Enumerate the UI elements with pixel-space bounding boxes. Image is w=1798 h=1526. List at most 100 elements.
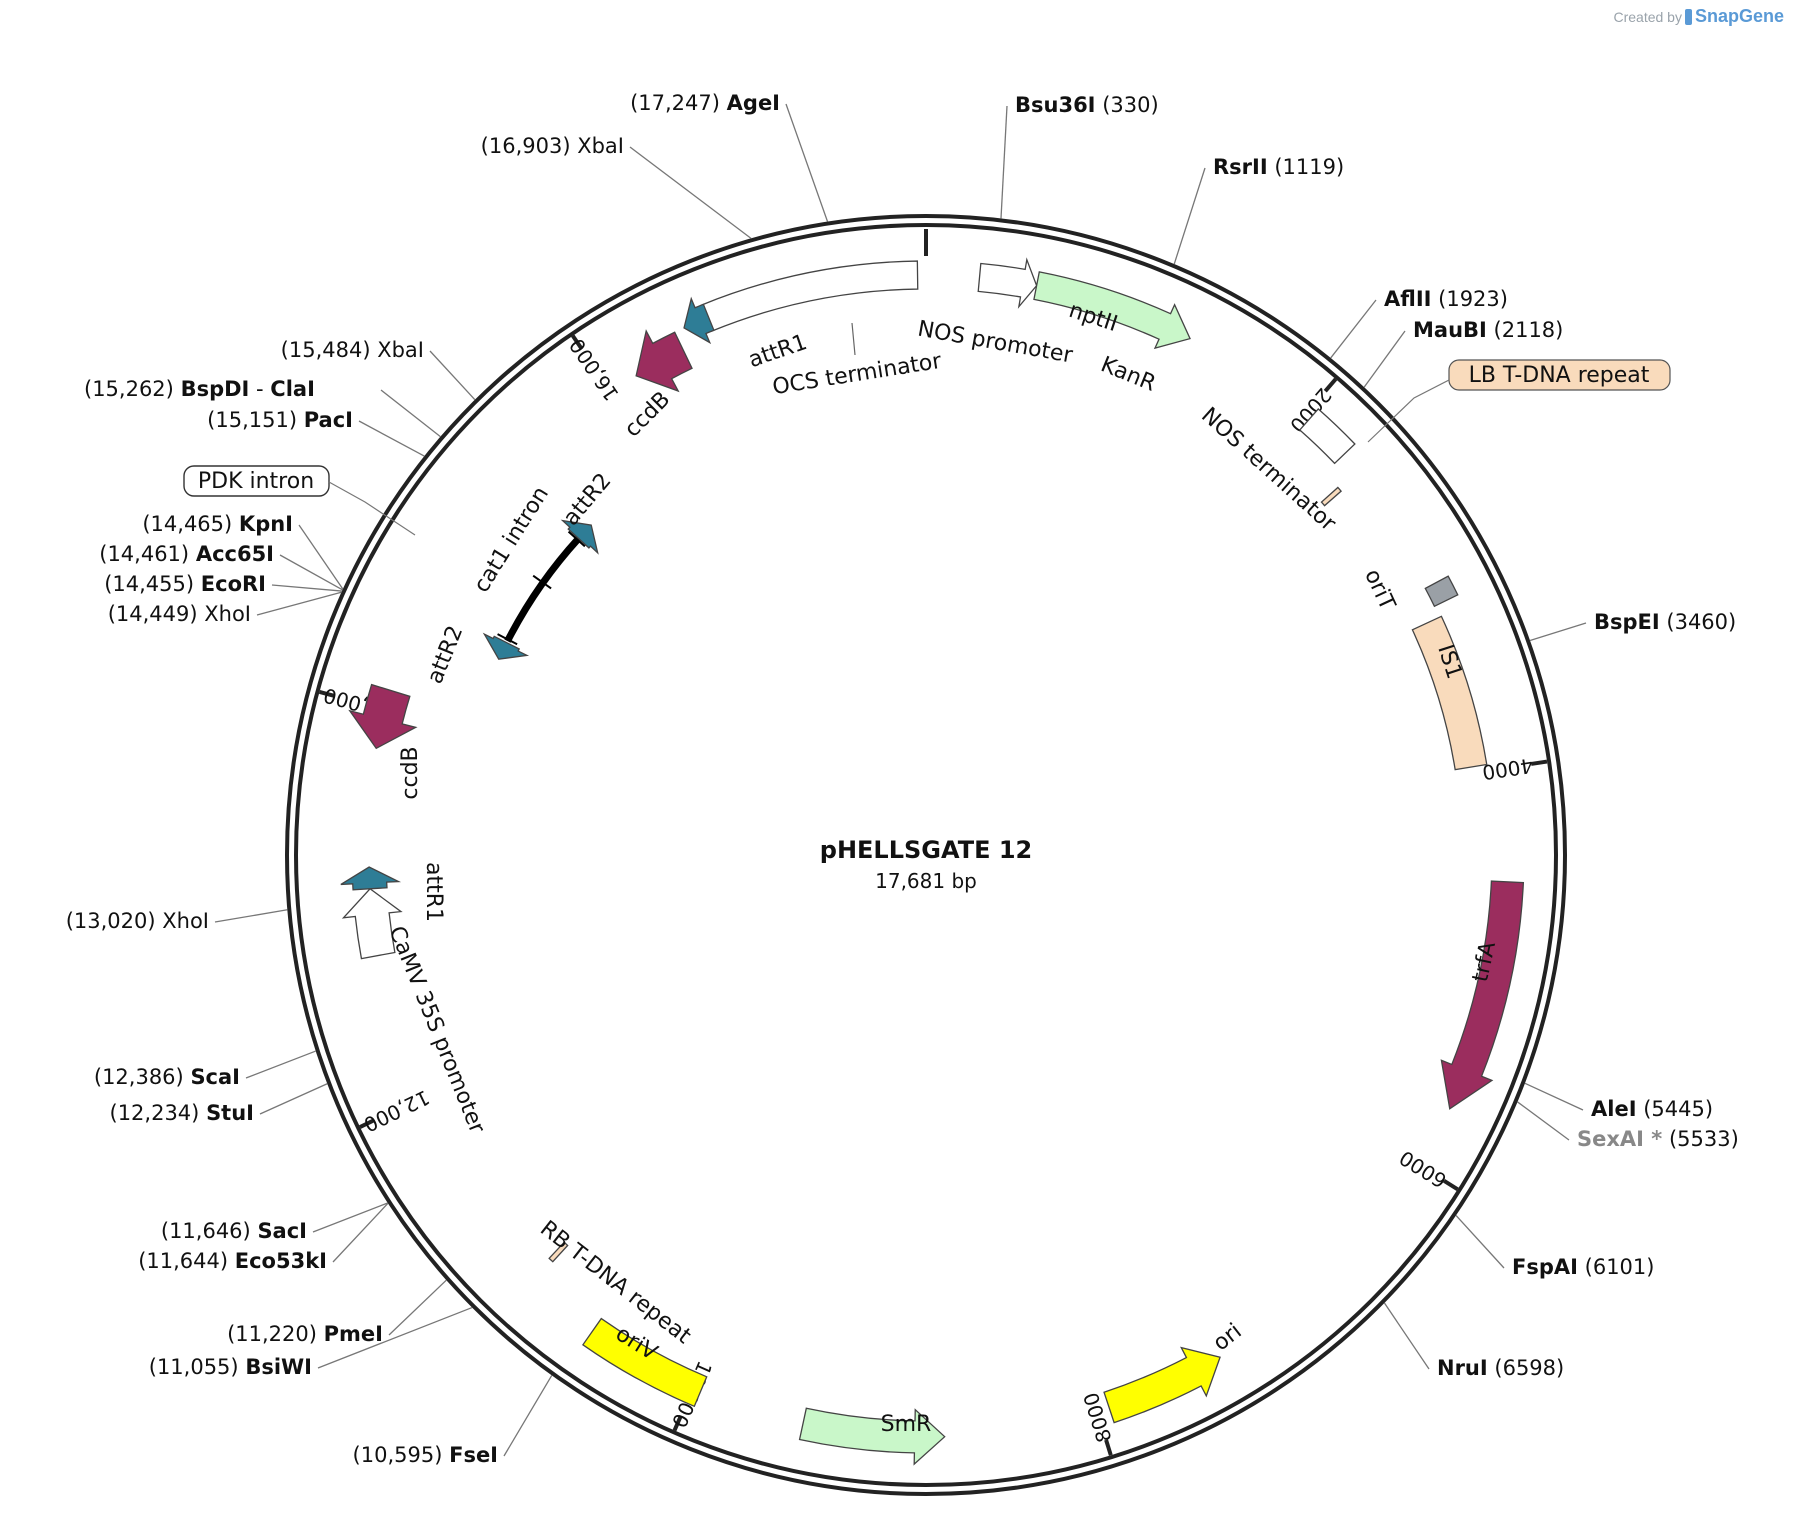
- site-label: (16,903) XbaI: [481, 134, 624, 158]
- tick-mark: [359, 1118, 376, 1129]
- site-label: (14,461) Acc65I: [99, 542, 274, 566]
- site-label: (10,595) FseI: [353, 1443, 498, 1467]
- site-position: (14,455): [104, 572, 194, 596]
- site-kpni-14465: (14,465) KpnI: [142, 512, 344, 590]
- site-connector: [259, 1083, 328, 1115]
- site-connector: [312, 1202, 388, 1233]
- site-enzyme-name: KpnI: [239, 512, 293, 536]
- site-position: (5445): [1643, 1097, 1713, 1121]
- site-xhoi-13020: (13,020) XhoI: [66, 909, 288, 933]
- site-label: FspAI (6101): [1512, 1255, 1654, 1279]
- site-enzyme-name: BspDI: [181, 377, 250, 401]
- site-enzyme-name: Eco53kI: [235, 1249, 327, 1273]
- site-connector: [429, 350, 476, 401]
- label-connector: [851, 322, 856, 356]
- site-xbai-16903: (16,903) XbaI: [481, 134, 752, 239]
- backbone: [285, 214, 1567, 1496]
- site-stui-12234: (12,234) StuI: [110, 1083, 328, 1125]
- label-connector: [328, 481, 416, 536]
- site-position: (2118): [1494, 318, 1564, 342]
- feature-ori: [1103, 1346, 1221, 1424]
- snapgene-logo-icon: [1684, 9, 1692, 25]
- label-connector: [1367, 379, 1450, 443]
- site-position: (12,234): [110, 1101, 200, 1125]
- feature-is1: [1411, 615, 1488, 771]
- site-enzyme-name: Acc65I: [196, 542, 274, 566]
- site-position: (5533): [1669, 1127, 1739, 1151]
- site-position: (14,449): [108, 602, 198, 626]
- site-alei-5445: AleI (5445): [1524, 1082, 1713, 1121]
- site-position: (330): [1102, 93, 1158, 117]
- site-label: (11,220) PmeI: [227, 1322, 383, 1346]
- site-enzyme-name: FspAI: [1512, 1255, 1578, 1279]
- site-position: (1119): [1274, 155, 1344, 179]
- site-position: (14,461): [99, 542, 189, 566]
- feature-ccdb-left: [348, 683, 418, 750]
- site-connector: [1000, 105, 1008, 219]
- site-position: (6101): [1585, 1255, 1655, 1279]
- tick-mark: [672, 1414, 683, 1432]
- intron-boundary-mark: [567, 530, 586, 548]
- site-label: Bsu36I (330): [1015, 93, 1159, 117]
- snapgene-credit: Created by SnapGene: [1613, 6, 1784, 27]
- site-enzyme-name: FseI: [449, 1443, 498, 1467]
- site-position: (15,484): [281, 338, 371, 362]
- site-xbai-15484: (15,484) XbaI: [281, 338, 476, 401]
- feature-label-lb-tdna-repeat: LB T-DNA repeat: [1469, 363, 1650, 388]
- site-ecori-14455: (14,455) EcoRI: [104, 572, 342, 596]
- site-connector: [629, 146, 752, 239]
- intron-boundary-mark: [497, 633, 518, 646]
- site-connector: [388, 1279, 447, 1336]
- site-connector: [785, 103, 829, 222]
- site-enzyme-name: RsrII: [1213, 155, 1268, 179]
- site-enzyme-name: BspEI: [1594, 610, 1660, 634]
- site-position: (11,220): [227, 1322, 317, 1346]
- site-position: (15,151): [207, 408, 297, 432]
- site-rsrii-1119: RsrII (1119): [1173, 155, 1344, 265]
- site-enzyme-name: ClaI: [270, 377, 315, 401]
- site-connector: [1524, 1082, 1584, 1111]
- site-enzyme-name: XbaI: [577, 134, 624, 158]
- plasmid-name: pHELLSGATE 12: [820, 836, 1032, 864]
- site-bspdi-15262: (15,262) BspDI - ClaI: [84, 377, 441, 438]
- site-enzyme-name: SexAI *: [1577, 1127, 1662, 1151]
- tick-label: 6000: [1395, 1146, 1451, 1193]
- feature-smr: [798, 1407, 946, 1466]
- site-acc65i-14461: (14,461) Acc65I: [99, 542, 343, 591]
- plasmid-center-label: pHELLSGATE 12 17,681 bp: [820, 836, 1032, 893]
- intron-boundary-mark: [532, 574, 552, 590]
- site-sexai-5533: SexAI * (5533): [1517, 1101, 1739, 1151]
- site-bspei-3460: BspEI (3460): [1529, 610, 1736, 642]
- site-eco53ki-11644: (11,644) Eco53kI: [138, 1202, 389, 1273]
- tick-mark: [1323, 377, 1338, 393]
- tick-label: 12,000: [360, 1085, 433, 1137]
- site-position: (6598): [1494, 1356, 1564, 1380]
- site-connector: [298, 524, 344, 590]
- feature-orit: [1424, 575, 1459, 608]
- feature-nptii: [1033, 271, 1191, 350]
- tick-label: 16,000: [564, 334, 623, 405]
- site-label: (17,247) AgeI: [630, 91, 780, 115]
- pdk-intron-label-box: [183, 465, 330, 497]
- site-connector: [1363, 330, 1406, 388]
- backbone-inner-strand: [294, 223, 1558, 1487]
- feature-label-attr2-upper: attR2: [559, 469, 617, 531]
- app-name: SnapGene: [1694, 6, 1784, 26]
- site-connector: [271, 584, 342, 592]
- site-label: NruI (6598): [1437, 1356, 1564, 1380]
- site-connector: [1517, 1101, 1570, 1141]
- feature-label-kanr: KanR: [1097, 352, 1159, 396]
- site-aflii-1923: AflII (1923): [1330, 287, 1508, 359]
- site-paci-15151: (15,151) PacI: [207, 408, 425, 457]
- feature-label-ccdb-top: ccdB: [620, 387, 675, 442]
- feature-label-smr: SmR: [881, 1412, 932, 1437]
- restriction-sites: (17,247) AgeI(16,903) XbaI Bsu36I (330) Rs…: [66, 91, 1739, 1467]
- credit-text: Created by: [1613, 9, 1682, 25]
- site-position: (17,247): [630, 91, 720, 115]
- site-connector: [256, 591, 342, 616]
- site-position: (13,020): [66, 909, 156, 933]
- site-enzyme-name: StuI: [206, 1101, 254, 1125]
- feature-label-attr1-left: attR1: [421, 862, 446, 922]
